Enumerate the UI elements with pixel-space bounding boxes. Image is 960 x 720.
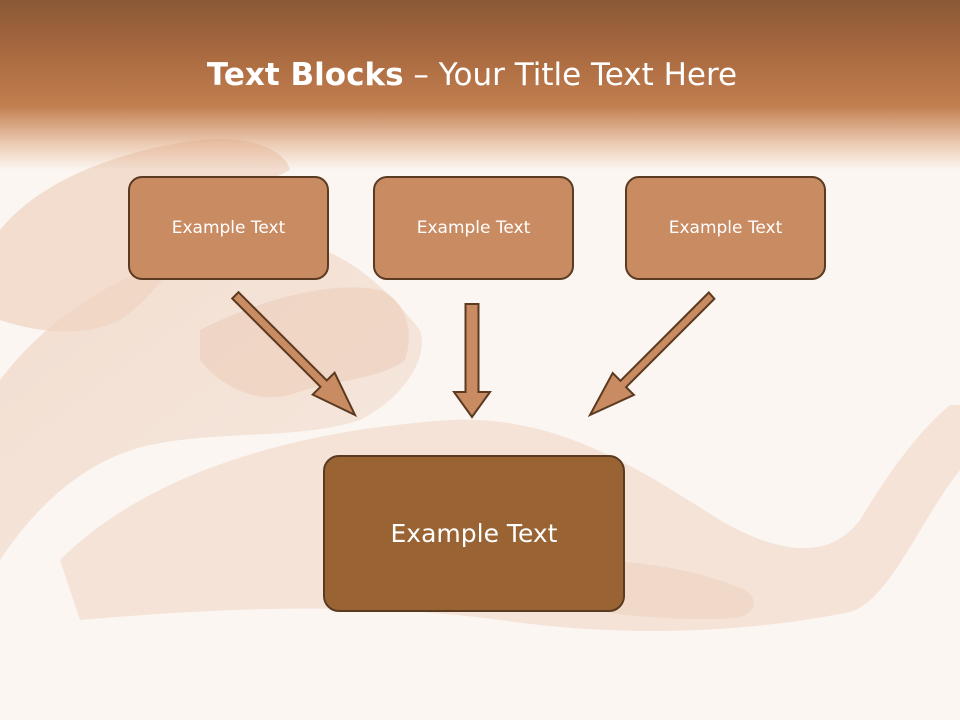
text-block-2-label: Example Text [416, 218, 531, 238]
title-bold-part: Text Blocks [206, 57, 404, 93]
title-rest: Your Title Text Here [438, 57, 738, 93]
text-block-1-label: Example Text [171, 218, 286, 238]
text-block-2[interactable]: Example Text [373, 176, 574, 280]
text-block-3[interactable]: Example Text [625, 176, 826, 280]
header-band [0, 0, 960, 170]
target-text-block-label: Example Text [390, 519, 558, 548]
target-text-block[interactable]: Example Text [323, 455, 625, 612]
title-separator: – [403, 57, 439, 93]
text-block-1[interactable]: Example Text [128, 176, 329, 280]
slide-title: Text Blocks – Your Title Text Here [0, 52, 944, 98]
text-block-3-label: Example Text [668, 218, 783, 238]
